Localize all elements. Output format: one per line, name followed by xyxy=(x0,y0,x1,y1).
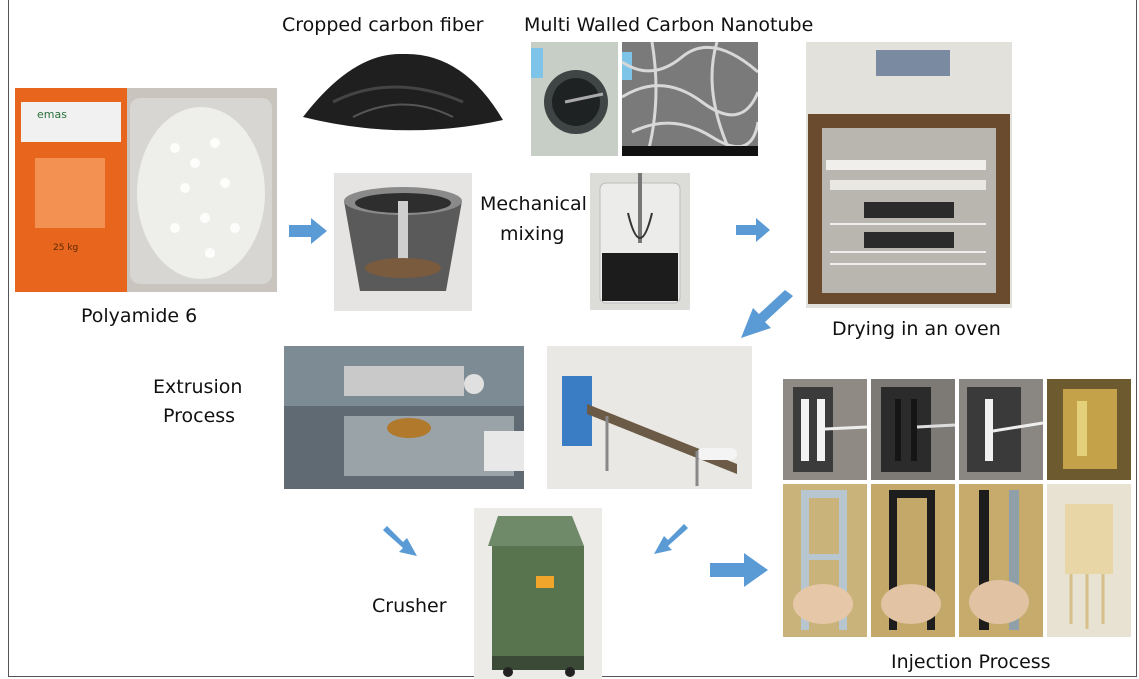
bag-brand-text: emas xyxy=(37,108,67,121)
label-cropped-carbon-fiber: Cropped carbon fiber xyxy=(282,14,484,36)
arrow-oven-to-extrusion xyxy=(741,290,793,338)
arrow-polyamide-to-mixer xyxy=(289,218,327,244)
label-extrusion: Extrusion xyxy=(153,376,243,398)
injection-mold-photo-2 xyxy=(871,379,955,480)
injection-mold-photo-3 xyxy=(959,379,1043,480)
injection-mold-photo-1 xyxy=(783,379,867,480)
carbon-fiber-photo xyxy=(293,42,511,147)
oven-photo xyxy=(806,42,1012,308)
injection-specimen-photo-4 xyxy=(1047,484,1131,637)
arrow-crusher-to-injection xyxy=(710,553,768,587)
label-crusher: Crusher xyxy=(372,595,447,617)
polyamide-photo: emas 25 kg xyxy=(15,88,277,292)
injection-specimen-photo-1 xyxy=(783,484,867,637)
arrow-extrusion-to-crusher xyxy=(383,526,417,556)
label-mwcnt: Multi Walled Carbon Nanotube xyxy=(524,14,814,36)
label-drying: Drying in an oven xyxy=(832,318,1001,340)
label-injection-process: Injection Process xyxy=(891,651,1051,673)
label-mixing: mixing xyxy=(500,223,565,245)
arrow-line-to-crusher xyxy=(654,524,688,554)
label-process: Process xyxy=(163,405,236,427)
bag-weight-text: 25 kg xyxy=(53,243,79,253)
mwcnt-beaker-photo xyxy=(531,42,618,156)
mwcnt-sem-photo xyxy=(622,42,758,156)
mixing-beaker-photo xyxy=(590,173,690,310)
mixer-bowl-photo xyxy=(334,173,472,311)
arrow-mixing-to-oven xyxy=(736,218,770,242)
injection-specimen-photo-2 xyxy=(871,484,955,637)
injection-mold-photo-4 xyxy=(1047,379,1131,480)
crusher-photo xyxy=(474,508,602,679)
label-polyamide: Polyamide 6 xyxy=(81,305,198,327)
label-mechanical: Mechanical xyxy=(480,193,587,215)
extruder-die-photo xyxy=(284,346,524,489)
extrusion-line-photo xyxy=(547,346,752,489)
injection-specimen-photo-3 xyxy=(959,484,1043,637)
